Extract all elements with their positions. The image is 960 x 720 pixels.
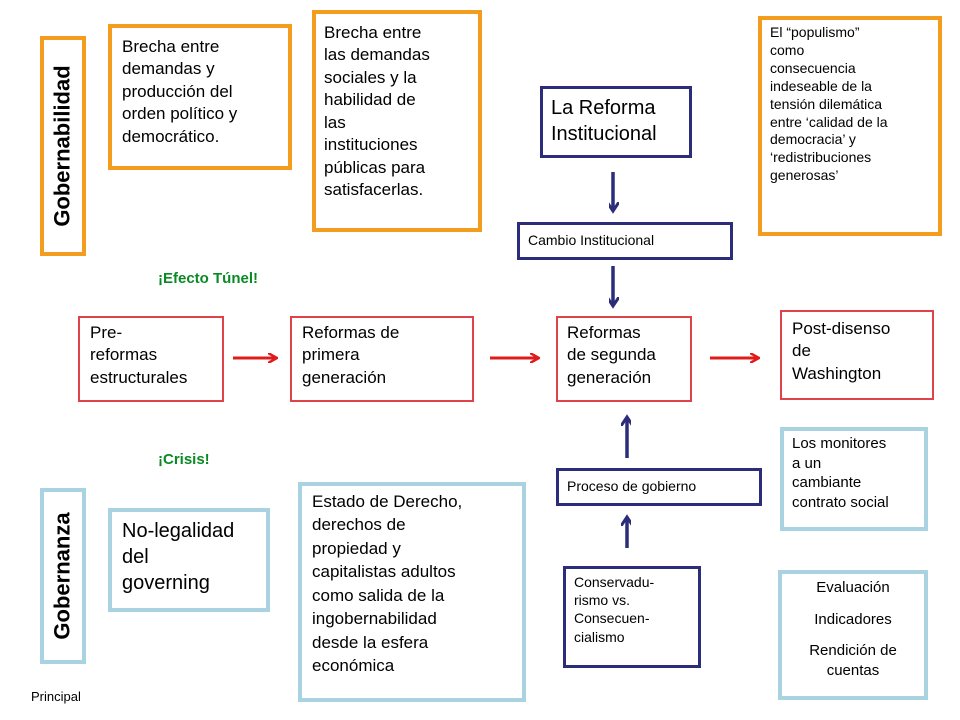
no-legalidad-text: No-legalidad del governing — [122, 520, 235, 594]
cambio-institucional-box: Cambio Institucional — [517, 222, 733, 260]
pre-reformas-box: Pre- reformas estructurales — [78, 316, 224, 402]
brecha-demandas-produccion-text: Brecha entre demandas y producción del o… — [122, 37, 238, 146]
brecha-demandas-produccion-box: Brecha entre demandas y producción del o… — [108, 24, 292, 170]
evaluacion-text: Evaluación — [816, 579, 890, 596]
gobernabilidad-label-box: Gobernabilidad — [40, 36, 86, 256]
monitores-text: Los monitores a un cambiante contrato so… — [792, 435, 889, 511]
principal-label[interactable]: Principal — [31, 689, 81, 704]
cambio-institucional-text: Cambio Institucional — [528, 232, 655, 248]
indicadores-text: Indicadores — [814, 610, 892, 628]
no-legalidad-box: No-legalidad del governing — [108, 508, 270, 612]
reforma-institucional-box: La Reforma Institucional — [540, 86, 692, 158]
reforma-institucional-text: La Reforma Institucional — [551, 97, 657, 145]
post-disenso-box: Post-disenso de Washington — [780, 310, 934, 400]
brecha-demandas-instituciones-box: Brecha entre las demandas sociales y la … — [312, 10, 482, 232]
pre-reformas-text: Pre- reformas estructurales — [90, 323, 188, 387]
reformas-primera-box: Reformas de primera generación — [290, 316, 474, 402]
post-disenso-text: Post-disenso de Washington — [792, 319, 891, 383]
monitores-box: Los monitores a un cambiante contrato so… — [780, 427, 928, 531]
proceso-gobierno-box: Proceso de gobierno — [556, 468, 762, 506]
rendicion-text: Rendición de cuentas — [809, 642, 897, 679]
estado-derecho-box: Estado de Derecho, derechos de propiedad… — [298, 482, 526, 702]
populismo-box: El “populismo” como consecuencia indesea… — [758, 16, 942, 236]
gobernanza-label-box: Gobernanza — [40, 488, 86, 664]
conservadurismo-text: Conservadu- rismo vs. Consecuen- cialism… — [574, 574, 655, 645]
estado-derecho-text: Estado de Derecho, derechos de propiedad… — [312, 492, 463, 676]
conservadurismo-box: Conservadu- rismo vs. Consecuen- cialism… — [563, 566, 701, 668]
crisis-label: ¡Crisis! — [158, 451, 210, 468]
efecto-tunel-label: ¡Efecto Túnel! — [158, 270, 258, 287]
evaluacion-box: Evaluación Indicadores Rendición de cuen… — [778, 570, 928, 700]
proceso-gobierno-text: Proceso de gobierno — [567, 478, 697, 494]
reformas-segunda-box: Reformas de segunda generación — [556, 316, 692, 402]
populismo-text: El “populismo” como consecuencia indesea… — [770, 24, 888, 184]
reformas-segunda-text: Reformas de segunda generación — [567, 323, 656, 387]
brecha-demandas-instituciones-text: Brecha entre las demandas sociales y la … — [324, 23, 430, 200]
reformas-primera-text: Reformas de primera generación — [302, 323, 400, 387]
